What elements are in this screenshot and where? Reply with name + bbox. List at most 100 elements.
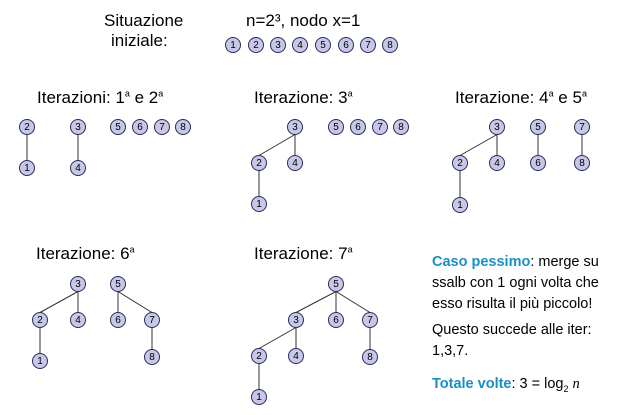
tree-node-p5-2: 2	[251, 348, 267, 364]
tree-node-p4-1-circle	[32, 353, 48, 369]
tree-node-p1-4-label: 4	[75, 163, 81, 174]
tree-node-p3-5-circle	[530, 119, 546, 135]
initial-node-4-circle	[292, 37, 308, 53]
initial-node-5-circle	[315, 37, 331, 53]
tree-node-p2-8-circle	[393, 119, 409, 135]
initial-node-4: 4	[292, 37, 308, 53]
initial-node-5: 5	[315, 37, 331, 53]
tree-node-p3-8: 8	[574, 155, 590, 171]
tree-node-p5-5-circle	[328, 276, 344, 292]
tree-node-p5-5: 5	[328, 276, 344, 292]
tree-node-p3-7-circle	[574, 119, 590, 135]
tree-node-p5-7-circle	[362, 312, 378, 328]
tree-node-p4-7: 7	[144, 312, 160, 328]
initial-node-8: 8	[382, 37, 398, 53]
initial-node-7: 7	[360, 37, 376, 53]
tree-node-p1-7-label: 7	[159, 122, 165, 133]
tree-node-p1-5-circle	[110, 119, 126, 135]
tree-node-p2-1-label: 1	[256, 199, 262, 210]
worst-case-label: Caso pessimo	[432, 254, 531, 270]
tree-node-p1-4: 4	[70, 160, 86, 176]
tree-node-p5-3-circle	[288, 312, 304, 328]
tree-node-p3-7: 7	[574, 119, 590, 135]
tree-node-p5-7-label: 7	[367, 315, 373, 326]
tree-node-p2-4-circle	[287, 155, 303, 171]
tree-node-p4-5-circle	[110, 276, 126, 292]
tree-node-p2-2: 2	[251, 155, 267, 171]
tree-node-p5-6-label: 6	[333, 315, 339, 326]
tree-node-p4-2-circle	[32, 312, 48, 328]
tree-node-p5-2-label: 2	[256, 351, 262, 362]
tree-node-p2-6: 6	[350, 119, 366, 135]
tree-node-p3-5: 5	[530, 119, 546, 135]
tree-node-p5-8-circle	[362, 349, 378, 365]
tree-node-p2-8: 8	[393, 119, 409, 135]
tree-node-p4-7-label: 7	[149, 315, 155, 326]
worst-case-text: Caso pessimo: merge su ssalb con 1 ogni …	[432, 254, 599, 312]
tree-node-p3-1-circle	[452, 197, 468, 213]
tree-node-p5-8: 8	[362, 349, 378, 365]
tree-node-p3-6-label: 6	[535, 158, 541, 169]
tree-node-p1-4-circle	[70, 160, 86, 176]
tree-node-p2-2-label: 2	[256, 158, 262, 169]
tree-node-p5-7: 7	[362, 312, 378, 328]
tree-node-p1-5-label: 5	[115, 122, 121, 133]
tree-node-p2-5-label: 5	[333, 122, 339, 133]
edge-p5-5-to-p5-3	[295, 291, 337, 313]
tree-node-p2-7-label: 7	[377, 122, 383, 133]
tree-node-p4-5-label: 5	[115, 279, 121, 290]
edge-p4-3-to-p4-2	[39, 291, 79, 313]
tree-node-p5-2-circle	[251, 348, 267, 364]
tree-node-p1-3-circle	[70, 119, 86, 135]
tree-node-p4-4-label: 4	[75, 315, 81, 326]
initial-node-4-label: 4	[297, 40, 303, 51]
situation-label-line1: Situazione	[104, 11, 184, 30]
initial-node-6: 6	[338, 37, 354, 53]
panel-title-iter-7: Iterazione: 7a	[254, 244, 353, 263]
tree-node-p1-8: 8	[175, 119, 191, 135]
tree-node-p4-2-label: 2	[37, 315, 43, 326]
tree-node-p3-1-label: 1	[457, 200, 463, 211]
tree-node-p2-7-circle	[372, 119, 388, 135]
tree-node-p3-3-circle	[489, 119, 505, 135]
panel-title-iter-6: Iterazione: 6a	[36, 244, 135, 263]
tree-node-p1-1-label: 1	[24, 163, 30, 174]
initial-node-5-label: 5	[320, 40, 326, 51]
tree-node-p1-3: 3	[70, 119, 86, 135]
tree-node-p3-2-label: 2	[457, 158, 463, 169]
tree-node-p4-3: 3	[70, 276, 86, 292]
tree-node-p1-1: 1	[19, 160, 35, 176]
tree-node-p5-1: 1	[251, 389, 267, 405]
tree-node-p5-1-label: 1	[256, 392, 262, 403]
tree-node-p5-6-circle	[328, 312, 344, 328]
tree-node-p4-3-label: 3	[75, 279, 81, 290]
tree-node-p1-6-circle	[132, 119, 148, 135]
tree-node-p5-4-circle	[288, 348, 304, 364]
tree-node-p4-8: 8	[144, 349, 160, 365]
tree-node-p3-1: 1	[452, 197, 468, 213]
initial-node-3-label: 3	[275, 40, 281, 51]
tree-node-p4-7-circle	[144, 312, 160, 328]
tree-node-p4-6-label: 6	[115, 315, 121, 326]
tree-node-p3-4: 4	[489, 155, 505, 171]
initial-node-7-circle	[360, 37, 376, 53]
initial-node-2-circle	[248, 37, 264, 53]
tree-node-p1-2-label: 2	[24, 122, 30, 133]
tree-node-p5-6: 6	[328, 312, 344, 328]
tree-node-p1-7-circle	[154, 119, 170, 135]
tree-node-p1-5: 5	[110, 119, 126, 135]
tree-node-p3-2: 2	[452, 155, 468, 171]
tree-node-p2-4-label: 4	[292, 158, 298, 169]
tree-node-p4-6: 6	[110, 312, 126, 328]
tree-node-p2-4: 4	[287, 155, 303, 171]
tree-node-p1-2-circle	[19, 119, 35, 135]
edge-p5-5-to-p5-7	[335, 291, 371, 313]
panel-title-iter-4-5: Iterazione: 4a e 5a	[455, 88, 587, 107]
panel-title-iter-3: Iterazione: 3a	[254, 88, 353, 107]
tree-node-p2-6-circle	[350, 119, 366, 135]
tree-node-p2-6-label: 6	[355, 122, 361, 133]
panel-title-iter-1-2: Iterazioni: 1a e 2a	[37, 88, 164, 107]
initial-node-3: 3	[270, 37, 286, 53]
tree-node-p5-4: 4	[288, 348, 304, 364]
tree-node-p5-5-label: 5	[333, 279, 339, 290]
